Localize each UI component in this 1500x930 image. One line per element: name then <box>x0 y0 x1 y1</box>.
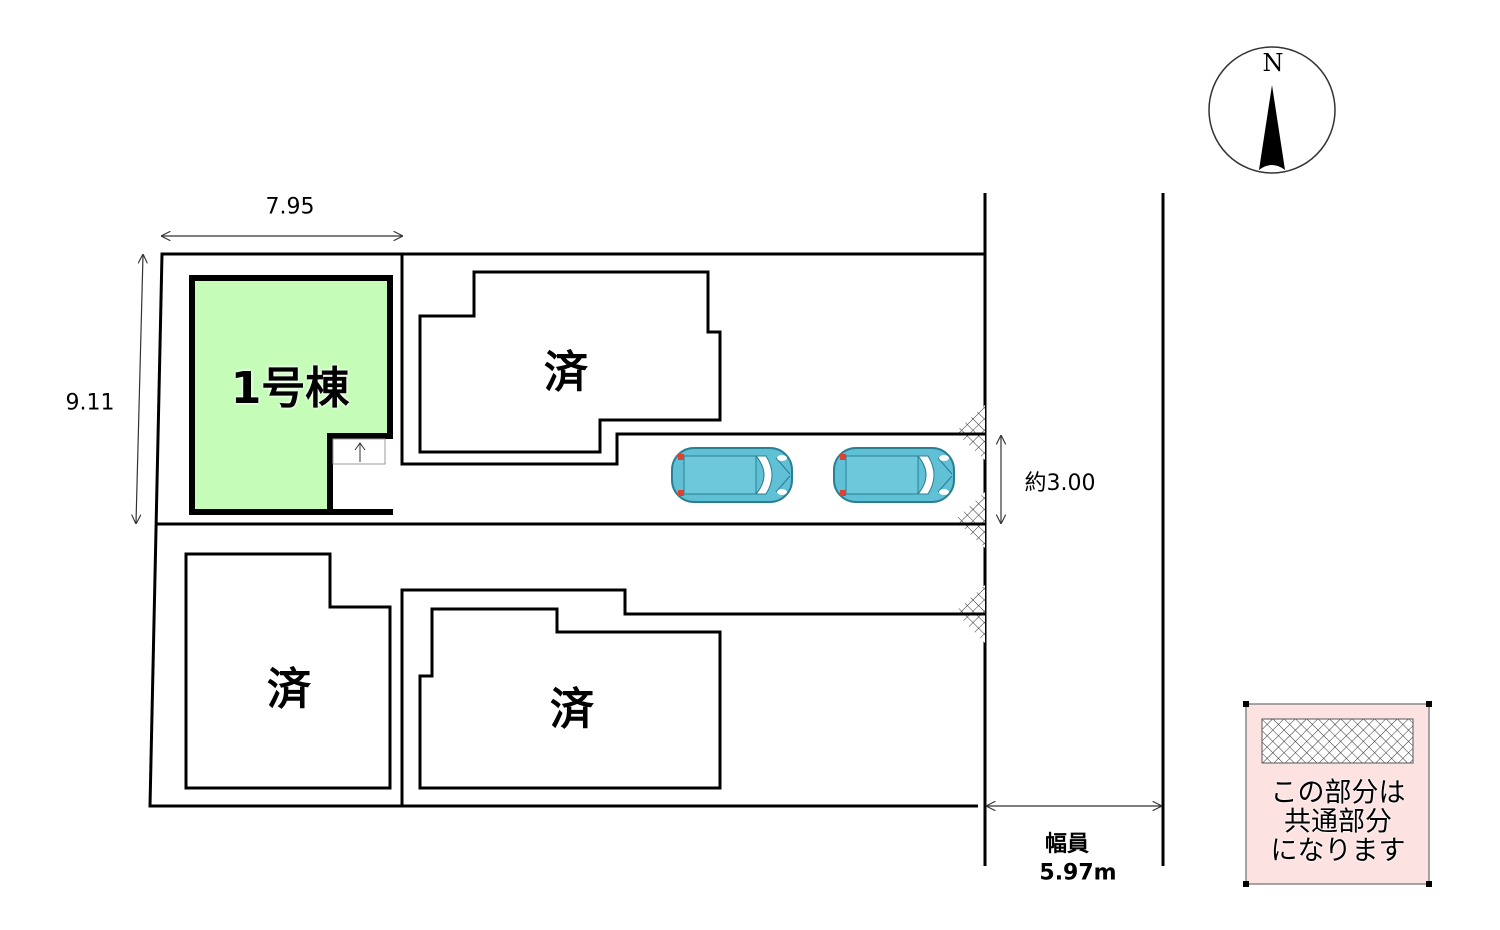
depth-dimension-label: 9.11 <box>65 390 115 416</box>
entrance-step <box>332 438 386 465</box>
car-icon <box>833 447 955 503</box>
width-dimension-label: 7.95 <box>265 194 315 220</box>
lot-1-label: 1号棟 <box>230 363 350 414</box>
legend-line: になります <box>1270 835 1406 867</box>
legend-hatch-swatch <box>1261 718 1414 764</box>
sold-building-bottom-right <box>418 607 722 790</box>
sold-building-bottom-left <box>184 552 392 790</box>
legend-text: この部分は 共通部分 になります <box>1271 779 1406 866</box>
north-arrow-icon <box>1259 85 1285 170</box>
car-icon <box>671 447 793 503</box>
legend-line: この部分は <box>1270 777 1406 809</box>
lot-1-building[interactable] <box>189 275 393 515</box>
legend-line: 共通部分 <box>1284 806 1392 838</box>
lot-lines <box>148 252 985 808</box>
compass <box>1208 46 1336 174</box>
sold-label: 済 <box>544 347 588 398</box>
sold-building-top <box>418 270 722 454</box>
compass-north-label: N <box>1262 49 1284 77</box>
sold-label: 済 <box>550 684 594 735</box>
entrance-arrow-icon <box>354 442 366 462</box>
legend-box <box>1243 701 1432 887</box>
road-width-label: 5.97m <box>1039 860 1117 886</box>
driveway-width-label: 約3.00 <box>1024 471 1096 496</box>
road-label: 幅員 <box>1044 832 1090 857</box>
dimension-depth-arrow <box>136 255 143 523</box>
sold-label: 済 <box>267 664 311 715</box>
